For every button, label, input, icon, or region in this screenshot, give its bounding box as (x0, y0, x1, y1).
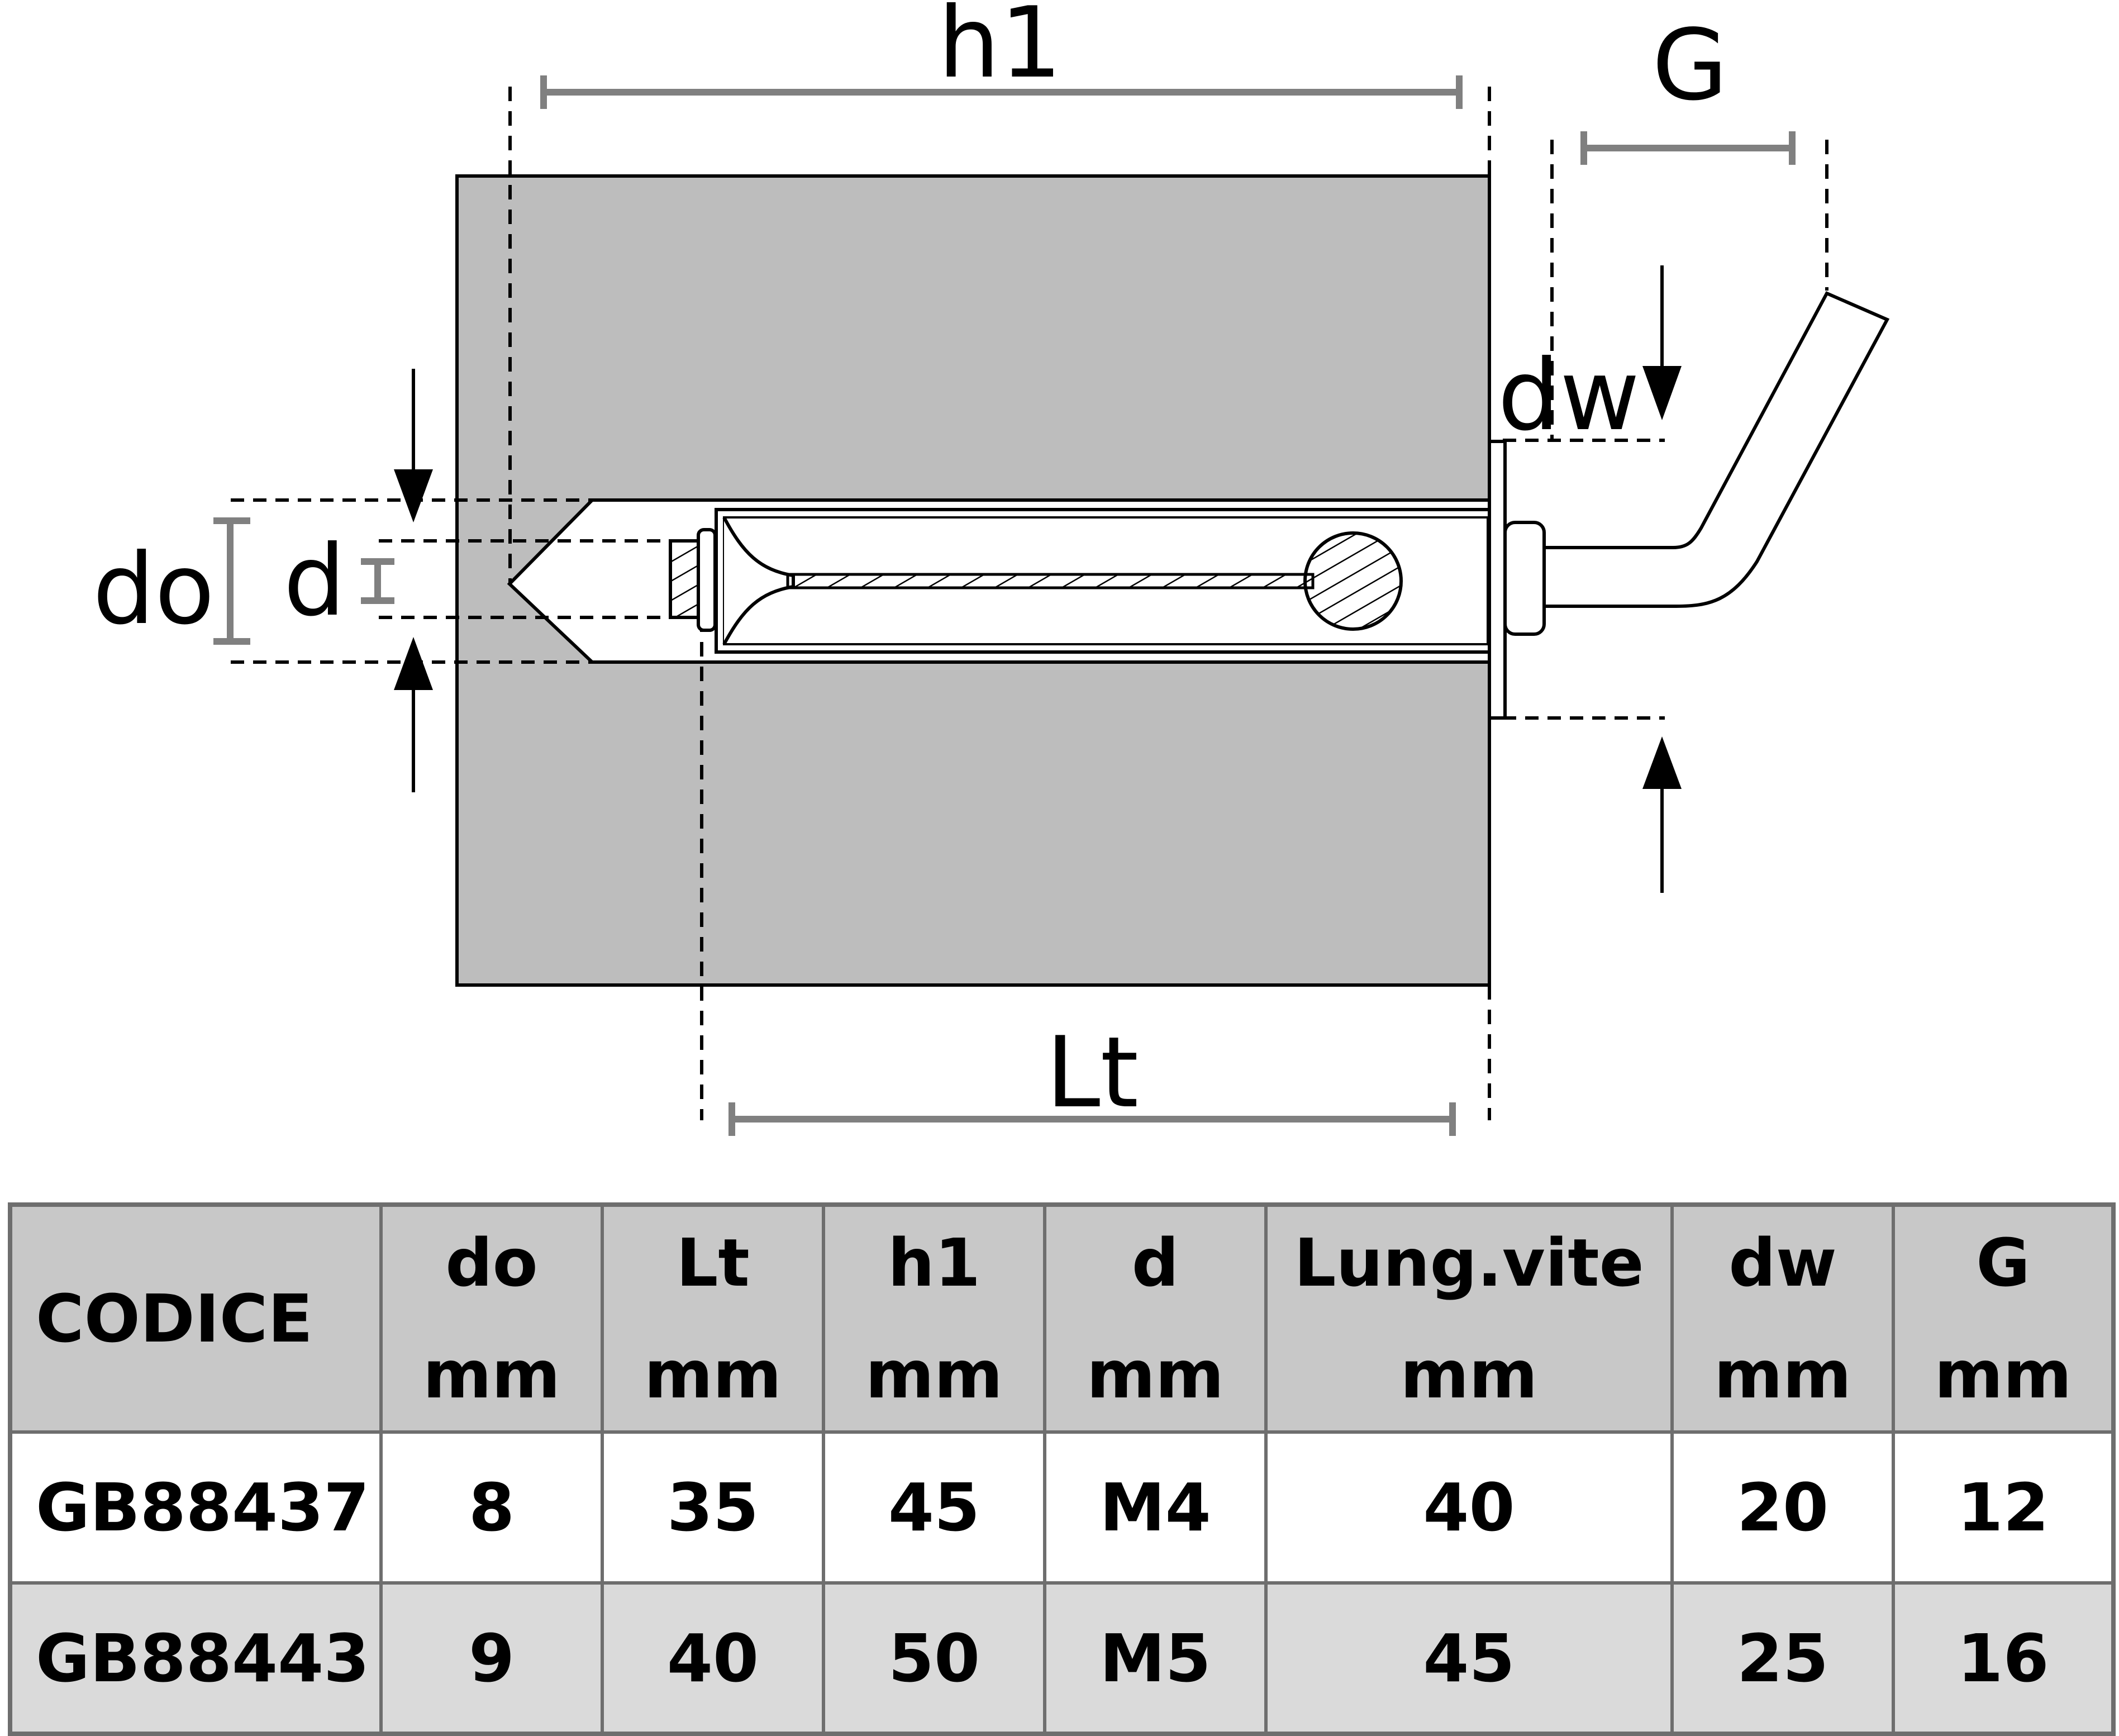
lt-label: Lt (1046, 1016, 1139, 1130)
cell-h1: 50 (822, 1581, 1046, 1735)
cell-h1: 45 (822, 1430, 1046, 1585)
washer (1503, 521, 1546, 636)
screw-head-section (1303, 531, 1403, 631)
dw-label: dw (1498, 339, 1640, 453)
h1-label: h1 (938, 0, 1062, 100)
dw-extension-lines (1503, 439, 1665, 720)
lt-dimension-line (728, 1102, 1456, 1136)
screw-thread (786, 573, 1315, 589)
anchor-flange (1488, 440, 1507, 720)
do-dimension-line (213, 517, 250, 645)
hook (1542, 291, 1890, 608)
table-header-row: CODICE do mm Lt mm h1 mm d mm Lung.vite … (8, 1203, 2115, 1434)
do-label: do (93, 533, 215, 646)
g-dimension-line (1580, 131, 1796, 165)
cell-do: 9 (379, 1581, 604, 1735)
cell-g: 12 (1892, 1430, 2115, 1585)
cell-g: 16 (1892, 1581, 2115, 1735)
g-label: G (1652, 9, 1728, 122)
header-lt: Lt mm (601, 1203, 825, 1434)
header-d: d mm (1043, 1203, 1268, 1434)
anchor-nut-collar (697, 528, 717, 632)
table-row: GB88437 8 35 45 M4 40 20 12 (8, 1430, 2115, 1585)
vertical-extension-lines (508, 87, 1828, 1120)
h1-dimension-line (540, 75, 1463, 109)
cell-codice: GB88443 (8, 1581, 383, 1735)
anchor-diagram: h1 G Lt do d dw (93, 0, 1890, 1136)
header-h1: h1 mm (822, 1203, 1046, 1434)
dw-arrows (1642, 265, 1682, 893)
do-arrows (394, 369, 433, 792)
header-do: do mm (379, 1203, 604, 1434)
header-lung-vite: Lung.vite mm (1264, 1203, 1674, 1434)
table-row: GB88443 9 40 50 M5 45 25 16 (8, 1581, 2115, 1735)
d-label: d (283, 525, 345, 638)
header-dw: dw mm (1670, 1203, 1895, 1434)
d-dimension-line (361, 558, 394, 604)
cell-dw: 25 (1670, 1581, 1895, 1735)
cell-d: M4 (1043, 1430, 1268, 1585)
cell-lung-vite: 45 (1264, 1581, 1674, 1735)
cell-dw: 20 (1670, 1430, 1895, 1585)
cell-do: 8 (379, 1430, 604, 1585)
cell-lt: 40 (601, 1581, 825, 1735)
header-codice: CODICE (8, 1203, 383, 1434)
cell-lt: 35 (601, 1430, 825, 1585)
cell-lung-vite: 40 (1264, 1430, 1674, 1585)
cell-d: M5 (1043, 1581, 1268, 1735)
cell-codice: GB88437 (8, 1430, 383, 1585)
header-g: G mm (1892, 1203, 2115, 1434)
spec-table: CODICE do mm Lt mm h1 mm d mm Lung.vite … (8, 1202, 2116, 1736)
